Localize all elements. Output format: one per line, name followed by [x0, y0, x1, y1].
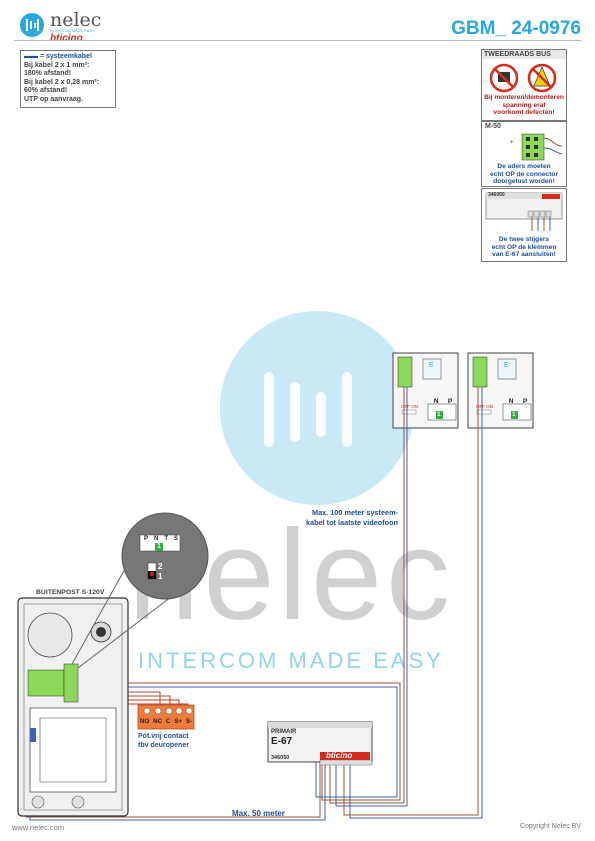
logo-tagline: INTERCOM MADE EASY: [50, 29, 95, 33]
logo-partner: bticino: [50, 33, 83, 44]
relay-terminal-nc: NC: [153, 718, 163, 725]
watermark-tagline: INTERCOM MADE EASY: [138, 648, 444, 673]
psu-code: 346050: [271, 755, 290, 761]
no-voltage-icon: [527, 63, 557, 93]
relay-module: [137, 704, 195, 730]
m50-line1: De aders moeten: [497, 163, 551, 170]
warning-line1: Bij monteren/demonteren: [484, 94, 564, 101]
outdoor-wire-b: [82, 686, 398, 798]
monitor2-terminal-p: P: [522, 398, 528, 405]
warning-line3: voorkomt defecten!: [493, 109, 555, 117]
relay-terminal-s-plus: S+: [174, 718, 183, 725]
legend-line2: 180% afstand!: [24, 70, 72, 77]
psu-brand: bticino: [326, 751, 353, 760]
monitor2-switch-label: OFF ON: [476, 404, 493, 409]
nelec-logo-icon: [20, 13, 44, 37]
monitor2-terminal-n: N: [508, 398, 514, 405]
monitor2-screen-glyph: E: [504, 362, 509, 369]
bus-wire-d: [349, 387, 483, 819]
logo-brand: nelec: [50, 9, 102, 31]
m50-line3: doorgelust worden!: [493, 178, 555, 186]
legend-line4: 60% afstand!: [24, 87, 68, 94]
cable-legend: ▬▬ = systeemkabel Bij kabel 2 x 1 mm²: 1…: [20, 50, 116, 108]
video-monitor-2: [467, 352, 534, 429]
relay-terminal-s-minus: S-: [185, 718, 193, 725]
zoom-terminal-n: N: [153, 536, 159, 542]
power-supply-e67: [267, 721, 373, 766]
warning-line2: spanning eraf: [502, 101, 546, 109]
monitor1-switch-label: OFF ON: [401, 404, 418, 409]
footer-url: www.nelec.com: [12, 823, 65, 832]
psu-name: E-67: [271, 736, 293, 747]
no-plug-icon: [489, 63, 519, 93]
max100-line2: kabel tot laatste videofoon: [305, 518, 398, 527]
watermark-logo-bars-icon: [264, 372, 352, 447]
legend-line1: Bij kabel 2 x 1 mm²:: [24, 61, 90, 69]
header-divider: [14, 40, 581, 41]
bus-warning-box: TWEEDRAADS BUS Bij monteren/demonteren s…: [481, 49, 567, 121]
relay-terminal-c: C: [165, 718, 171, 725]
relay-caption2: tbv deuropener: [138, 741, 189, 749]
footer-copyright: Copyright Nelec BV: [519, 823, 581, 830]
warning-icons: [489, 63, 557, 93]
zoom-terminal-t: T: [164, 536, 168, 542]
monitor1-jumper: 1: [437, 411, 441, 418]
psu-note-box: 346050 De twee stijgers echt OP de klemm…: [481, 188, 567, 262]
outdoor-wire-a: [82, 682, 401, 801]
psu-mini-drawing: [485, 192, 563, 231]
zoom-position-1: 1: [158, 572, 163, 581]
outdoor-panel-title: BUITENPOST S-120V: [36, 589, 105, 596]
zoom-position-2: 2: [158, 562, 163, 571]
psu-note-line3: van E-67 aansluiten!: [492, 251, 556, 259]
warning-title: TWEEDRAADS BUS: [482, 50, 566, 59]
monitor1-terminal-p: P: [447, 398, 453, 405]
bus-wire-b: [335, 387, 408, 807]
document-code: GBM_ 24-0976: [451, 18, 581, 39]
bus-wire-c: [343, 387, 479, 816]
monitor1-screen-glyph: E: [429, 362, 434, 369]
psu-note-model: 346050: [488, 192, 505, 198]
legend-title: = systeemkabel: [39, 53, 92, 60]
m50-connector-drawing: +: [510, 133, 563, 161]
zoom-jumper-value: 1: [157, 543, 161, 550]
legend-line3: Bij kabel 2 x 0,28 mm²:: [24, 78, 100, 86]
bus-wire-a: [329, 387, 405, 804]
monitor1-terminal-n: N: [433, 398, 439, 405]
monitor2-jumper: 1: [512, 411, 516, 418]
max100-line1: Max. 100 meter systeem-: [312, 508, 398, 517]
zoom-terminal-s: S: [173, 536, 178, 542]
m50-title: M-50: [485, 123, 501, 130]
outdoor-panel-s120v: [17, 597, 129, 817]
zoom-terminal-p: P: [143, 536, 148, 542]
system-cable-line-icon: ▬▬: [24, 53, 38, 60]
relay-caption1: Pot.vrij contact: [138, 733, 189, 740]
max50-note: Max. 50 meter: [232, 809, 285, 818]
m50-line2: echt OP de connector: [489, 170, 559, 178]
zoom-detail-bubble: [71, 512, 209, 669]
psu-note-line1: De twee stijgers: [498, 236, 550, 243]
m50-note-box: M-50 + De aders moeten echt OP de connec…: [481, 121, 567, 187]
relay-terminal-no: NO: [139, 718, 150, 725]
video-monitor-1: [392, 352, 459, 429]
psu-note-line2: echt OP de klemmen: [491, 243, 557, 251]
psu-label-top: PRIMAIR: [271, 729, 297, 735]
svg-text:+: +: [510, 140, 514, 146]
legend-line5: UTP op aanvraag.: [24, 95, 84, 103]
